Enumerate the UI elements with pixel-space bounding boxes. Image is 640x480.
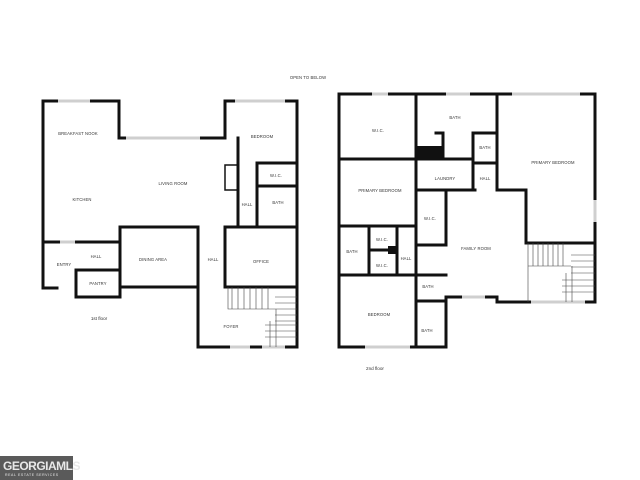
first-floor-walls [41,99,299,349]
room-label: BATH [421,328,432,333]
room-label: FAMILY ROOM [461,246,491,251]
room-label: HALL [480,176,491,181]
first-floor-caption: 1st floor [91,316,108,321]
second-floor-labels: W.I.C. BATH BATH PRIMARY BEDROOM LAUNDRY… [346,115,575,371]
room-label: LAUNDRY [435,176,456,181]
room-label: BATH [272,200,283,205]
room-label: KITCHEN [72,197,91,202]
second-floor-stairs [527,243,595,302]
room-label: W.I.C. [376,237,388,242]
room-label: BATH [479,145,490,150]
room-label: W.I.C. [372,128,384,133]
room-label: HALL [242,202,253,207]
room-label: FOYER [224,324,239,329]
room-label: ENTRY [57,262,72,267]
room-label: BEDROOM [251,134,274,139]
room-label: HALL [91,254,102,259]
first-floor-stairs [227,287,297,347]
room-label: W.I.C. [270,173,282,178]
room-label: HALL [208,257,219,262]
room-label: PRIMARY BEDROOM [358,188,402,193]
first-floor-labels: BREAKFAST NOOK LIVING ROOM KITCHEN BEDRO… [57,131,284,329]
room-label: DINING AREA [139,257,167,262]
room-label: BATH [346,249,357,254]
first-floor-windows [58,99,285,349]
room-label: BATH [449,115,460,120]
room-label: LIVING ROOM [158,181,187,186]
room-label: BREAKFAST NOOK [58,131,98,136]
logo-tagline: REAL ESTATE SERVICES [5,473,59,477]
room-label: BEDROOM [368,312,391,317]
second-floor-caption: 2nd floor [366,366,384,371]
georgia-mls-logo: GEORGIAMLS REAL ESTATE SERVICES [0,456,81,480]
logo-name: GEORGIAMLS [3,459,81,473]
room-label: W.I.C. [424,216,436,221]
room-label: W.I.C. [376,263,388,268]
room-label: PRIMARY BEDROOM [531,160,575,165]
second-floor-windows [365,92,597,349]
room-label: HALL [401,256,412,261]
room-label: OFFICE [253,259,269,264]
room-label: BATH [422,284,433,289]
open-to-below-note: OPEN TO BELOW [290,75,326,80]
room-label: PANTRY [89,281,106,286]
